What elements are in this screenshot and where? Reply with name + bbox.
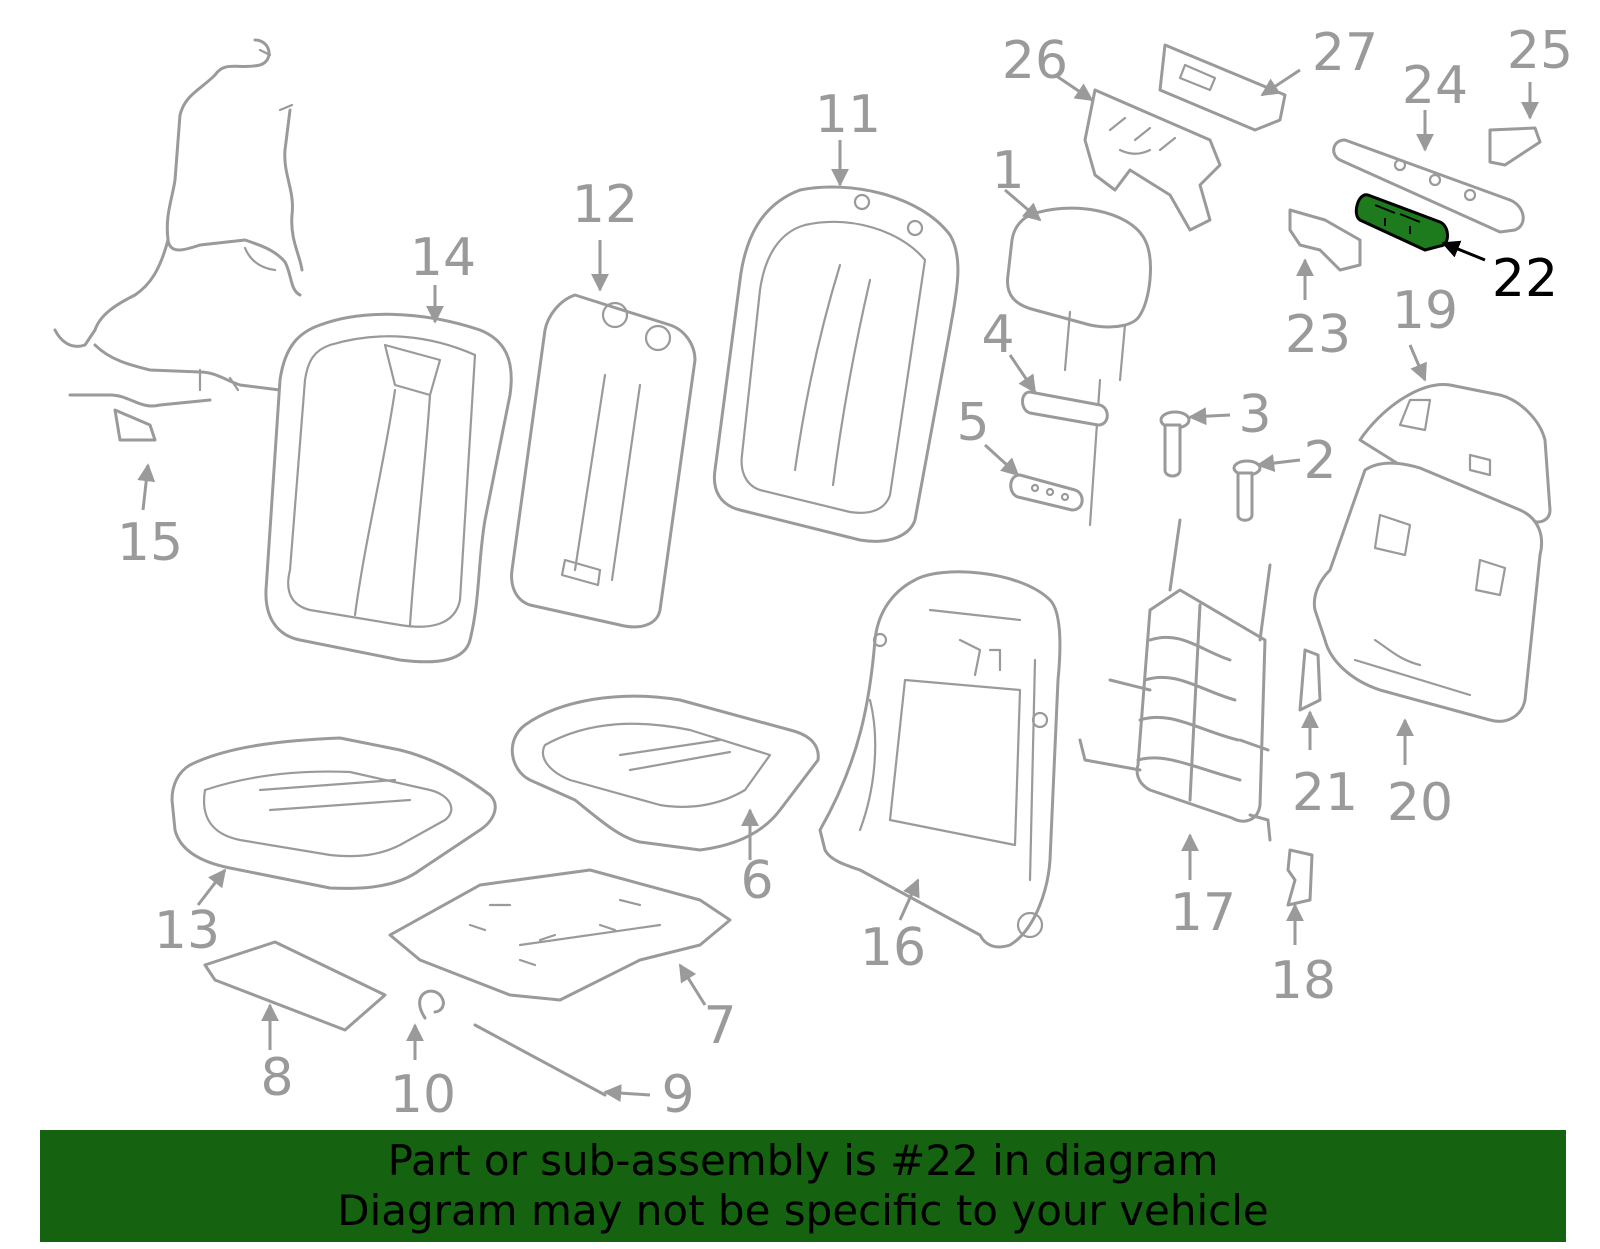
callout-16: 16: [860, 918, 926, 978]
callout-8: 8: [260, 1048, 293, 1108]
callout-11: 11: [815, 85, 881, 145]
part-17-suspension-mat: [1078, 518, 1272, 842]
callout-17: 17: [1170, 883, 1236, 943]
part-10-clip: [418, 989, 445, 1020]
callout-2: 2: [1303, 431, 1336, 491]
callout-14: 14: [410, 228, 476, 288]
part-13-cushion-cover: [170, 736, 497, 890]
part-19-shell-upper: [1358, 382, 1552, 524]
part-5-plate: [1009, 473, 1084, 512]
callout-27: 27: [1312, 23, 1378, 83]
callout-20: 20: [1387, 773, 1453, 833]
callout-19: 19: [1392, 281, 1458, 341]
part-24-trim-strip: [1332, 138, 1525, 234]
part-14-back-cover: [264, 312, 513, 664]
part-7-cushion-pan: [388, 868, 732, 1002]
part-6-cushion-pad: [510, 694, 820, 852]
part-21-bracket: [1298, 648, 1322, 712]
callout-5: 5: [956, 393, 989, 453]
callout-leaders: [137, 68, 1539, 1103]
info-banner: Part or sub-assembly is #22 in diagram D…: [40, 1130, 1566, 1242]
callout-7: 7: [703, 996, 736, 1056]
part-11-back-pad: [712, 185, 960, 543]
callout-22-highlighted: 22: [1492, 249, 1558, 309]
banner-line-disclaimer: Diagram may not be specific to your vehi…: [337, 1186, 1269, 1235]
callout-21: 21: [1292, 763, 1358, 823]
callout-4: 4: [981, 305, 1014, 365]
callout-26: 26: [1002, 31, 1068, 91]
callout-9: 9: [661, 1065, 694, 1125]
callout-25: 25: [1507, 21, 1573, 81]
callout-23: 23: [1285, 305, 1351, 365]
part-23-bracket: [1288, 208, 1362, 272]
part-12-back-panel: [510, 293, 697, 629]
callout-6: 6: [740, 851, 773, 911]
part-26-bracket: [1083, 88, 1222, 232]
callout-1: 1: [991, 141, 1024, 201]
callout-labels: 1 2 3 4 5 6 7 8 9 10 11 12 13 14 15 16 1…: [117, 21, 1573, 1125]
banner-line-part: Part or sub-assembly is #22 in diagram: [387, 1136, 1219, 1185]
callout-12: 12: [572, 175, 638, 235]
callout-13: 13: [154, 901, 220, 961]
part-2-guide: [1232, 459, 1262, 522]
part-15-wiring-harness: [53, 38, 304, 442]
callout-24: 24: [1402, 56, 1468, 116]
part-22-highlighted: [1354, 193, 1449, 252]
part-27-bracket: [1158, 43, 1287, 132]
part-18-clip: [1286, 848, 1314, 907]
part-16-seat-frame: [818, 570, 1062, 949]
callout-10: 10: [390, 1065, 456, 1125]
part-25-connector: [1488, 126, 1542, 167]
part-20-shell: [1312, 461, 1544, 723]
callout-15: 15: [117, 513, 183, 573]
part-9-rod: [473, 1023, 607, 1097]
part-3-guide: [1159, 410, 1191, 478]
part-4-plate: [1021, 390, 1109, 427]
part-8-mat: [203, 940, 387, 1032]
callout-18: 18: [1270, 951, 1336, 1011]
callout-3: 3: [1238, 385, 1271, 445]
